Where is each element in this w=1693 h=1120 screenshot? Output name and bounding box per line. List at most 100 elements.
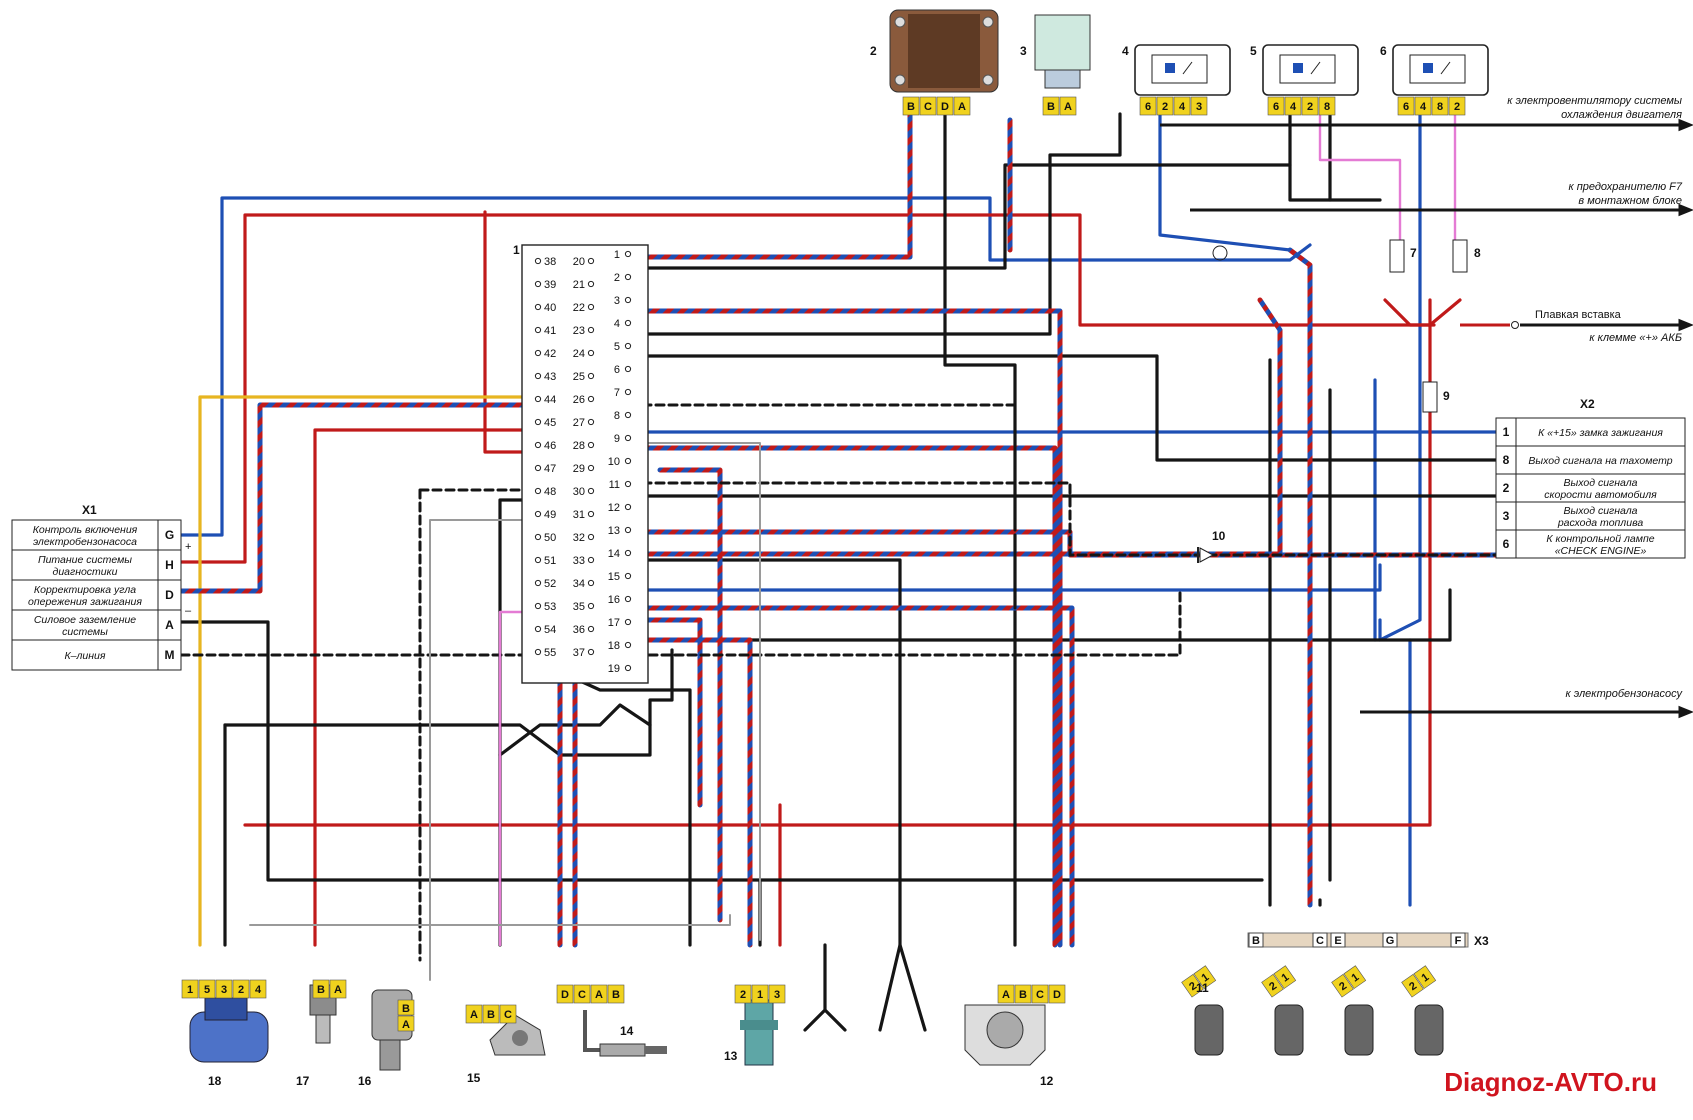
connector-pin: [902, 96, 920, 116]
ecu-pin-dot: [624, 342, 632, 350]
ecu-pin-dot: [624, 572, 632, 580]
x1-row-mark: –: [185, 605, 192, 617]
connector-pin: [1301, 96, 1319, 116]
connector-pin: [919, 96, 937, 116]
connector-pin-label: 2: [740, 989, 746, 1001]
connector-pin: [1397, 96, 1415, 116]
diode-label: 10: [1212, 529, 1226, 543]
ecu-pin-label: 29: [573, 463, 585, 475]
ecu-pin-dot: [534, 280, 542, 288]
component-number: 17: [296, 1074, 310, 1088]
connector-pin-label: C: [504, 1009, 512, 1021]
x1-row-label: Силовое заземление: [34, 614, 136, 626]
ecu-pin-label: 36: [573, 624, 585, 636]
connector-pin: [556, 984, 574, 1004]
ecu-pin-label: 34: [573, 578, 585, 590]
ecu-pin-label: 14: [608, 548, 620, 560]
connector-pin: [1414, 96, 1432, 116]
ecu-pin-dot: [534, 464, 542, 472]
injector-pin: [1401, 973, 1424, 998]
ecu-pin-label: 9: [614, 433, 620, 445]
x2-row-label: расхода топлива: [1557, 517, 1643, 529]
right-arrows: [1160, 118, 1693, 719]
connector-pin: [997, 984, 1015, 1004]
ecu-pin-label: 40: [544, 302, 556, 314]
ecu-pin-dot: [587, 349, 595, 357]
injector-pin-label: 2: [1337, 980, 1349, 993]
injector-pin-label: 2: [1407, 980, 1419, 993]
connector-pin: [198, 979, 216, 999]
ecu-pin-label: 16: [608, 594, 620, 606]
x3-pin-label: B: [1252, 935, 1260, 947]
x2-row-label: скорости автомобиля: [1544, 489, 1657, 501]
injector-pin: [1331, 973, 1354, 998]
fuse-9-label: 9: [1443, 389, 1450, 403]
ecu-pin-label: 43: [544, 371, 556, 383]
ecu-pin-label: 21: [573, 279, 585, 291]
ecu-pin-label: 4: [614, 318, 620, 330]
component-number: 14: [620, 1024, 634, 1038]
ecu-pin-dot: [534, 418, 542, 426]
ecu-pin-label: 41: [544, 325, 556, 337]
x1-row-pin: H: [165, 558, 174, 572]
ecu-pin-dot: [624, 595, 632, 603]
ecu-pin-label: 35: [573, 601, 585, 613]
ecu-pin-label: 45: [544, 417, 556, 429]
ecu-pin-label: 3: [614, 295, 620, 307]
connector-pin: [482, 1004, 500, 1024]
x2-row-pin: 2: [1503, 481, 1510, 495]
ecu-pin-dot: [587, 303, 595, 311]
ecu-frame: [521, 244, 649, 684]
x1-row-label: опережения зажигания: [28, 596, 142, 608]
ecu-pin-label: 46: [544, 440, 556, 452]
diode: 10: [1197, 529, 1226, 563]
x2-row-label: Выход сигнала: [1564, 477, 1638, 489]
connector-pin: [768, 984, 786, 1004]
ecu-pin-label: 8: [614, 410, 620, 422]
connector-pin-label: A: [958, 101, 966, 113]
connector-pin: [249, 979, 267, 999]
ecu-pin-dot: [534, 556, 542, 564]
connector-pin-label: B: [612, 989, 620, 1001]
injector-pin-label: 2: [1187, 980, 1199, 993]
connector-pin: [1048, 984, 1066, 1004]
ecu-pin-label: 33: [573, 555, 585, 567]
connector-pin: [1318, 96, 1336, 116]
ecu-pin-dot: [534, 579, 542, 587]
ecu-pin-label: 22: [573, 302, 585, 314]
connector-pin: [1284, 96, 1302, 116]
ecu-pin-dot: [534, 372, 542, 380]
relay-4: [1134, 44, 1231, 96]
connector-pin: [573, 984, 591, 1004]
ecu-pin-label: 48: [544, 486, 556, 498]
ecu-pin-dot: [624, 434, 632, 442]
ecu-pin-dot: [587, 625, 595, 633]
ecu-pin-dot: [624, 641, 632, 649]
ecu-pin-label: 27: [573, 417, 585, 429]
x2-row-label: Выход сигнала на тахометр: [1528, 455, 1672, 467]
connector-pin-label: 4: [255, 984, 262, 996]
ecu-pin-label: 13: [608, 525, 620, 537]
ecu-pin-label: 24: [573, 348, 585, 360]
knock-sensor: [964, 1004, 1046, 1066]
connector-pin-label: 3: [1196, 101, 1202, 113]
ecu-pin-dot: [587, 395, 595, 403]
connector-pin: [465, 1004, 483, 1024]
x3-pin: [1248, 932, 1264, 948]
grey-wires: [249, 442, 761, 981]
connector-pin-label: 4: [1179, 101, 1186, 113]
ecu-pin-label: 54: [544, 624, 556, 636]
injector-pin: [1273, 965, 1297, 989]
ecu-pin-label: 12: [608, 502, 620, 514]
x3-pin: [1312, 932, 1328, 948]
ecu-pin-dot: [624, 664, 632, 672]
x3-pin: [1450, 932, 1466, 948]
watermark: Diagnoz-AVTO.ru: [1444, 1067, 1657, 1097]
splice-node: [1212, 245, 1228, 261]
connector-pin: [1042, 96, 1060, 116]
label-f7-2: в монтажном блоке: [1578, 195, 1682, 207]
fusible-link-node: [1511, 321, 1519, 329]
x3-pin: [1330, 932, 1346, 948]
